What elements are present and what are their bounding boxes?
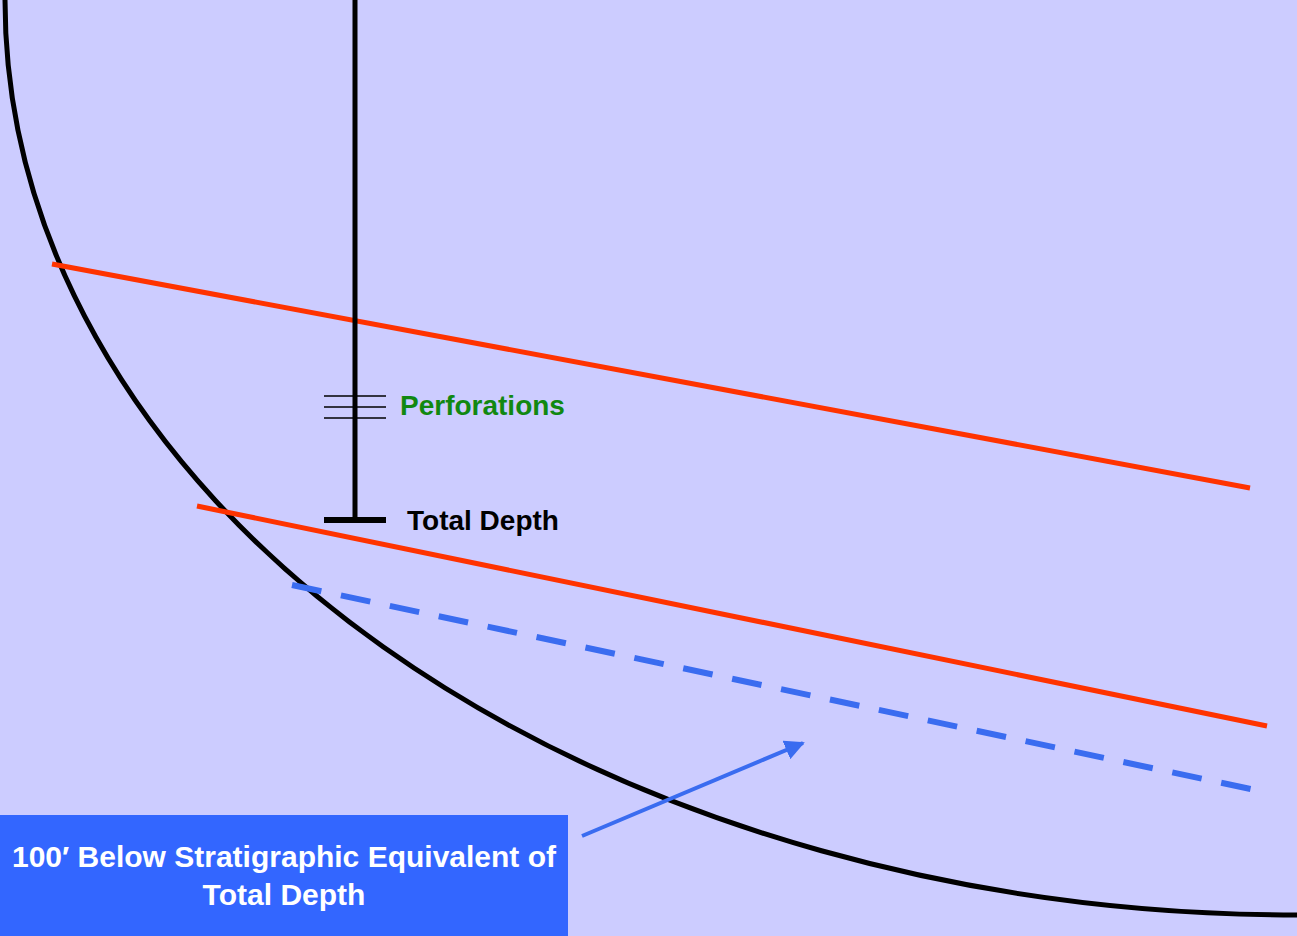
formation-base: [197, 506, 1267, 726]
leader-arrow: [582, 743, 803, 836]
perforation-mark: [324, 417, 386, 419]
perforation-mark: [324, 395, 386, 397]
callout-text: 100′ Below Stratigraphic Equivalent of T…: [12, 838, 556, 913]
wellbore: [353, 0, 358, 520]
equivalent-depth-line: [292, 585, 1255, 790]
perforation-mark: [324, 406, 386, 408]
formation-top: [52, 264, 1250, 488]
callout-box: 100′ Below Stratigraphic Equivalent of T…: [0, 815, 568, 936]
structure-curve: [5, 0, 1297, 915]
total-depth-label: Total Depth: [407, 504, 559, 538]
perforations-label: Perforations: [400, 389, 565, 423]
total-depth-bar: [324, 517, 386, 523]
